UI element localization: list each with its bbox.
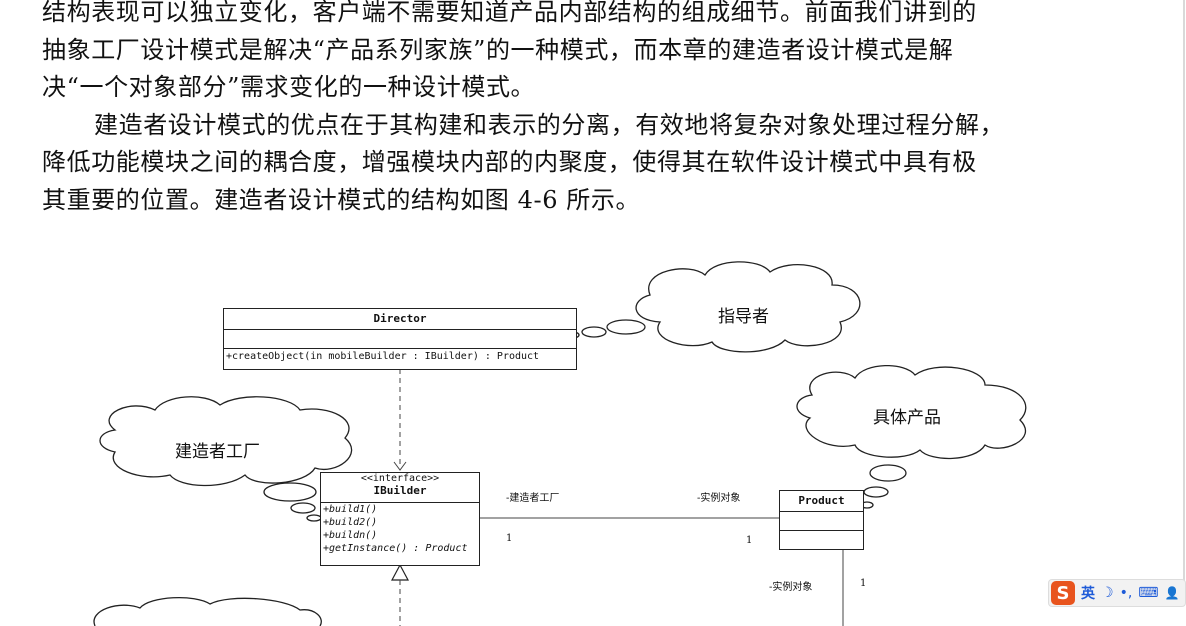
paragraph-line: 结构表现可以独立变化，客户端不需要知道产品内部结构的组成细节。前面我们讲到的	[42, 0, 977, 26]
cloud-director	[566, 261, 861, 353]
language-toggle[interactable]: 英	[1081, 586, 1095, 602]
ibuilder-interface: <<interface>> IBuilder +build1() +build2…	[320, 472, 480, 566]
keyboard-icon[interactable]: ⌨	[1138, 585, 1159, 601]
multiplicity-left: 1	[506, 533, 513, 544]
body-text: 结构表现可以独立变化，客户端不需要知道产品内部结构的组成细节。前面我们讲到的 抽…	[42, 0, 1082, 219]
director-title: Director	[373, 312, 427, 325]
director-class: Director +createObject(in mobileBuilder …	[223, 308, 577, 370]
user-icon[interactable]: 👤	[1164, 586, 1180, 600]
instance-role-bottom-label: -实例对象	[769, 582, 813, 593]
paragraph-line: 建造者设计模式的优点在于其构建和表示的分离，有效地将复杂对象处理过程分解，	[94, 110, 1005, 139]
cloud-builder	[99, 396, 353, 522]
cloud-partial	[93, 596, 322, 626]
ibuilder-stereotype: <<interface>>	[360, 473, 440, 484]
cloud-product-label: 具体产品	[873, 408, 941, 428]
ibuilder-op: +build1()	[323, 504, 378, 515]
paragraph-line: 决“一个对象部分”需求变化的一种设计模式。	[42, 73, 536, 101]
dependency-arrow	[393, 461, 407, 471]
ibuilder-title: IBuilder	[373, 484, 427, 497]
page-edge	[1183, 0, 1185, 590]
product-title: Product	[798, 494, 845, 507]
ibuilder-op: +buildn()	[323, 530, 378, 541]
ime-toolbar[interactable]: S 英 ☽ •, ⌨ 👤	[1048, 579, 1186, 607]
instance-role-label: -实例对象	[697, 493, 741, 504]
ibuilder-op: +build2()	[323, 517, 378, 528]
builder-role-label: -建造者工厂	[506, 493, 560, 504]
multiplicity-bottom: 1	[860, 578, 867, 589]
paragraph-line: 抽象工厂设计模式是解决“产品系列家族”的一种模式，而本章的建造者设计模式是解	[42, 35, 954, 64]
sogou-logo-icon[interactable]: S	[1051, 581, 1075, 605]
cloud-builder-label: 建造者工厂	[175, 442, 260, 462]
cloud-director-label: 指导者	[718, 307, 769, 327]
punctuation-icon[interactable]: •,	[1119, 585, 1133, 601]
paragraph-line: 其重要的位置。建造者设计模式的结构如图 4-6 所示。	[42, 185, 641, 214]
product-class: Product	[779, 490, 864, 550]
paragraph-line: 降低功能模块之间的耦合度，增强模块内部的内聚度，使得其在软件设计模式中具有极	[42, 148, 977, 176]
cloud-product	[796, 364, 1027, 509]
multiplicity-right: 1	[746, 535, 753, 546]
ibuilder-op: +getInstance() : Product	[323, 543, 468, 554]
inheritance-triangle	[391, 563, 409, 581]
director-operation: +createObject(in mobileBuilder : IBuilde…	[226, 351, 540, 362]
moon-icon[interactable]: ☽	[1101, 585, 1114, 601]
